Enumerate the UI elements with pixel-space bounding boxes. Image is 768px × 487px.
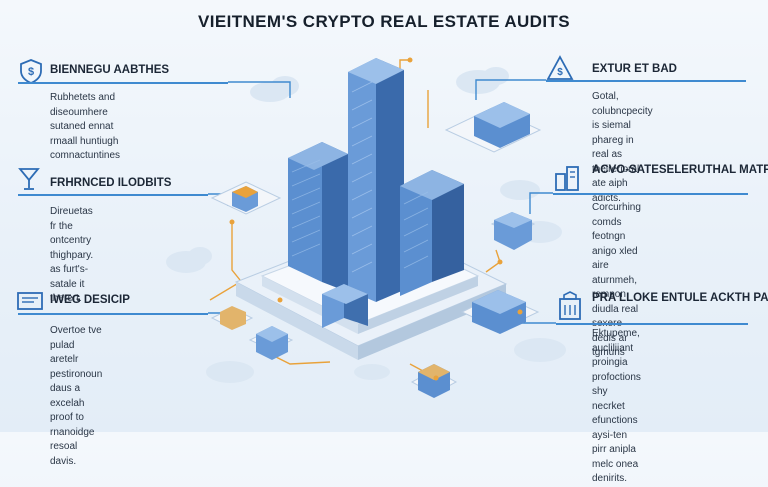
panel-heading: PRA LLOKE ENTULE ACKTH PAGIOT: [592, 292, 768, 304]
buildings-icon: [553, 164, 579, 191]
tile-left-small: [210, 306, 254, 330]
panel-heading: IWEG DESICIP: [50, 294, 130, 306]
tile-bottom-left: [248, 326, 294, 360]
warning-dollar-icon: $: [546, 55, 574, 81]
svg-text:$: $: [557, 67, 563, 78]
house-tile-top-right: [444, 102, 542, 153]
tower-left: [288, 142, 348, 292]
panel-divider: [546, 80, 746, 82]
document-screen-icon: [16, 290, 43, 316]
panel-heading: EXTUR ET BAD: [592, 63, 677, 75]
panel-heading: BIENNEGU AABTHES: [50, 64, 170, 76]
central-illustration: [166, 57, 566, 398]
house-tile-bottom-right: [460, 290, 540, 334]
panel-heading: ACVO-SATESELERUTHAL MATFING: [592, 164, 768, 176]
page-title: VIEІTNEM'S CRYPTO REAL ESTATE AUDITS: [197, 12, 570, 31]
panel-text: Gotal, colubncpecity is siemal phareg in…: [592, 91, 653, 204]
small-building-front: [322, 284, 368, 328]
connector-nodes: [229, 57, 523, 381]
house-tile-top-left: [210, 181, 282, 215]
svg-text:$: $: [28, 66, 34, 78]
panel-divider: [18, 194, 208, 196]
tile-mid-right: [490, 212, 536, 250]
building-shield-icon: [556, 291, 582, 320]
tower-center: [348, 58, 404, 302]
panel-divider: [18, 82, 228, 84]
tower-right: [400, 170, 464, 296]
panel-text: Rubhetets and diseoumhere sutaned ennat …: [50, 92, 121, 161]
panel-heading: FRHRNCED ILODBITS: [50, 177, 172, 189]
panel-divider: [556, 323, 748, 325]
panel-divider: [553, 193, 748, 195]
tile-bottom-center: [410, 364, 458, 398]
goblet-icon: [16, 166, 42, 192]
panel-divider: [18, 313, 208, 315]
panel-text: Direuetas fr the ontcentry thighpary. as…: [50, 206, 94, 304]
